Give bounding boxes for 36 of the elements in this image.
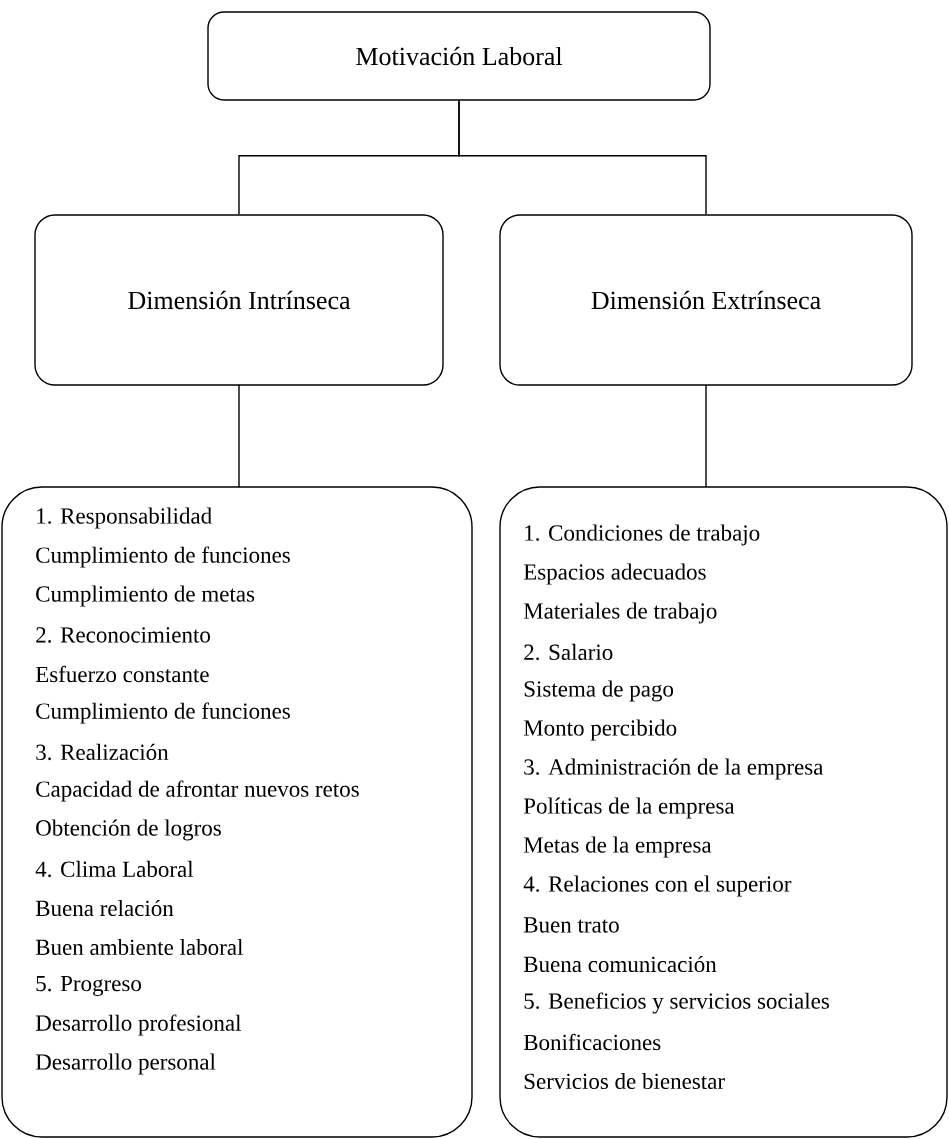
- connector-line: [458, 100, 707, 215]
- category-box: Motivación Laboral: [207, 11, 711, 101]
- list-item: Buena relación: [35, 899, 174, 917]
- list-item: Capacidad de afrontar nuevos retos: [36, 780, 359, 802]
- list-item: Cumplimiento de funciones: [36, 702, 290, 724]
- list-item: 1. Responsabilidad: [37, 507, 212, 529]
- list-item: 1. Condiciones de trabajo: [525, 524, 760, 546]
- list-item: Cumplimiento de funciones: [36, 546, 290, 568]
- list-item: Desarrollo profesional: [35, 1014, 242, 1036]
- list-item: 3. Administración de la empresa: [524, 758, 824, 780]
- list-item: Obtención de logros: [36, 819, 221, 841]
- category-box: Dimensión Extrínseca: [499, 214, 913, 386]
- list-item: Metas de la empresa: [523, 836, 712, 858]
- list-item: 5. Beneficios y servicios sociales: [524, 992, 829, 1014]
- list-item: 2. Salario: [524, 643, 613, 661]
- list-item: Sistema de pago: [524, 680, 674, 702]
- list-item: 3. Realización: [36, 743, 169, 761]
- list-item: 2. Reconocimiento: [36, 627, 210, 643]
- list-item: Buena comunicación: [523, 955, 717, 973]
- list-item: Servicios de bienestar: [524, 1072, 725, 1090]
- category-box: Dimensión Intrínseca: [34, 214, 444, 386]
- list-item: Cumplimiento de metas: [36, 585, 255, 607]
- list-item: Esfuerzo constante: [35, 665, 209, 683]
- list-item: Monto percibido: [523, 719, 677, 741]
- list-item: Desarrollo personal: [35, 1053, 216, 1075]
- list-item: 4. Clima Laboral: [35, 860, 194, 878]
- list-item: Políticas de la empresa: [523, 797, 735, 819]
- connector-line: [238, 384, 240, 488]
- list-item: Buen ambiente laboral: [35, 938, 243, 956]
- list-item: Buen trato: [523, 917, 619, 933]
- list-item: Espacios adecuados: [523, 563, 706, 585]
- list-item: Materiales de trabajo: [523, 602, 717, 624]
- connector-line: [705, 384, 707, 488]
- list-item: Bonificaciones: [523, 1033, 661, 1051]
- list-item: 4. Relaciones con el superior: [523, 875, 792, 897]
- list-item: 5. Progreso: [36, 976, 141, 996]
